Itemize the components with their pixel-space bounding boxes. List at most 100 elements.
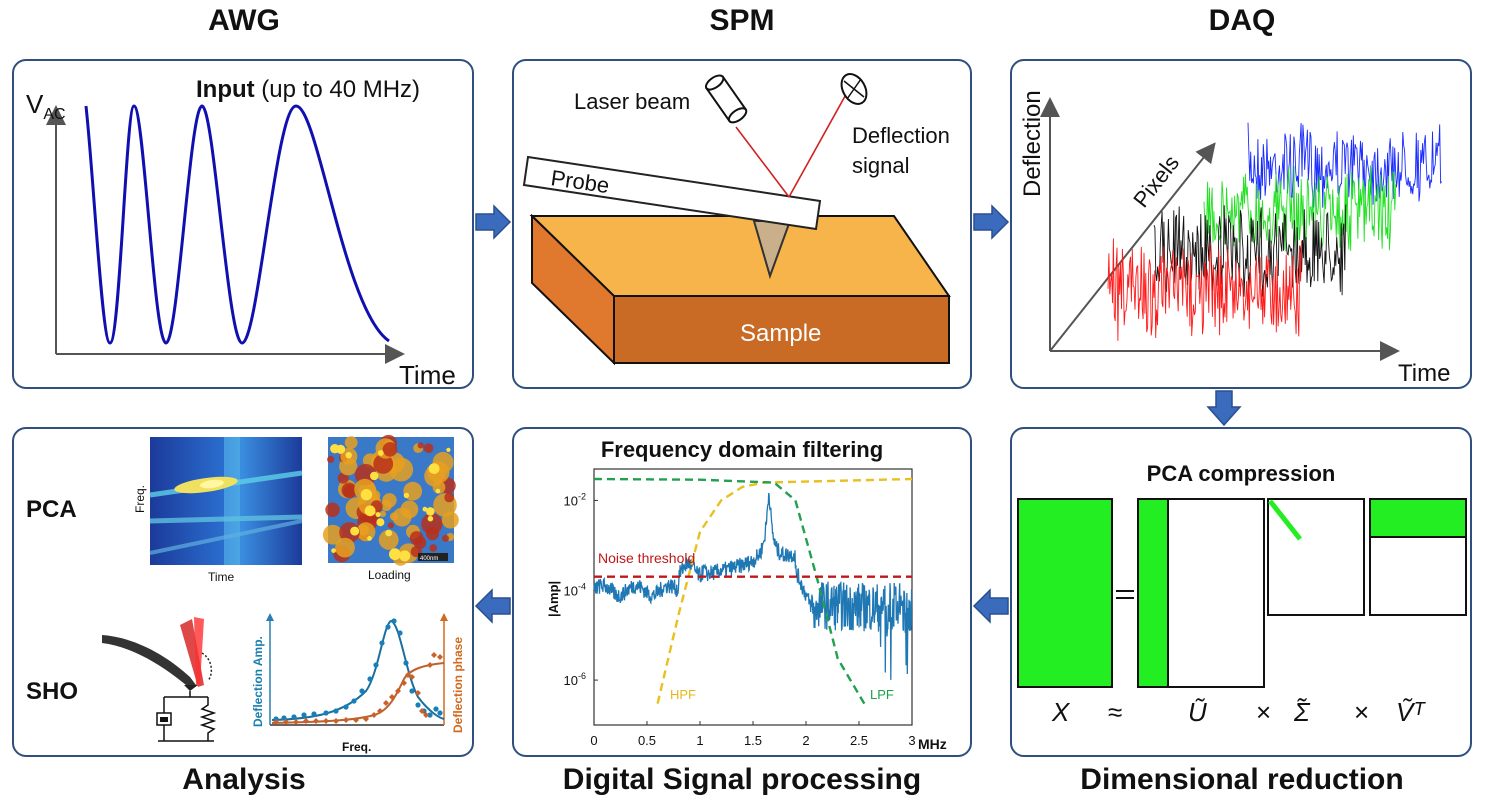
sho-freq-label: Freq. [342, 740, 371, 754]
arrow-pca-to-dsp [972, 588, 1009, 624]
sho-amp-point [301, 712, 307, 718]
photodetector-icon [840, 73, 868, 105]
loading-blob [335, 537, 355, 558]
dsp-spectrum-line [593, 492, 913, 680]
sho-amp-point [403, 660, 409, 666]
sho-phase-point [389, 694, 395, 700]
sho-phase-point [383, 700, 389, 706]
sho-phase-point [343, 717, 349, 723]
symbol-times-2: × [1354, 697, 1369, 727]
loading-blob [378, 529, 399, 550]
laser-reflected [788, 88, 850, 198]
dsp-y-tick-label: 10-6 [564, 671, 586, 688]
loading-blob [417, 442, 424, 449]
sho-amp-point [373, 662, 379, 668]
daq-panel: Deflection Time Pixels [1010, 59, 1472, 389]
loading-blob [382, 442, 398, 457]
pca-title: PCA compression [1147, 461, 1336, 486]
loading-blob [341, 482, 357, 498]
loading-blob [379, 510, 387, 517]
chirp-waveform [84, 104, 390, 345]
spectrogram-freq-label: Freq. [133, 485, 147, 513]
analysis-title: Analysis [182, 763, 306, 796]
sho-phase-point [363, 716, 369, 722]
loading-blob [429, 544, 438, 552]
sho-phase-point [401, 680, 407, 686]
daq-title: DAQ [1208, 4, 1276, 37]
dsp-x-tick-label: 2 [802, 733, 809, 748]
daq-plot: Deflection Time Pixels [1019, 90, 1450, 387]
laser-source-icon [704, 74, 748, 124]
sho-phase-point [353, 717, 359, 723]
arrow-awg-to-spm [475, 204, 512, 240]
sho-phase-point [415, 690, 421, 696]
loading-scale-label: 400nm [420, 556, 438, 562]
awg-plot: VAC Time Input (up to 40 MHz) [26, 76, 456, 390]
sho-phase-point [273, 719, 279, 725]
dsp-x-tick-label: 0 [590, 733, 597, 748]
awg-title: AWG [208, 4, 280, 37]
loading-label: Loading [368, 568, 411, 582]
laser-incident [735, 126, 790, 198]
loading-blob [387, 522, 394, 529]
sho-phase-point [431, 652, 437, 658]
loading-blob [425, 527, 440, 541]
loading-blob-bright [428, 463, 440, 474]
spm-title: SPM [709, 4, 775, 37]
pca-label: PCA [26, 496, 77, 523]
sho-cantilever-icon [102, 617, 217, 742]
sho-amp-point [311, 711, 317, 717]
loading-blob [413, 536, 427, 549]
sho-fit-plot [266, 613, 448, 726]
loading-blob-bright [403, 492, 410, 499]
loading-blob [357, 524, 369, 536]
daq-x-label: Time [1398, 360, 1450, 387]
probe-cantilever [522, 155, 822, 231]
loading-blob [327, 455, 335, 463]
loading-blob-bright [446, 447, 451, 452]
loading-blob [325, 502, 340, 517]
arrow-spm-to-daq [973, 204, 1010, 240]
spectrogram-time-label: Time [208, 570, 235, 584]
loading-blob-bright [375, 512, 381, 518]
symbol-u: Ũ [1188, 697, 1207, 727]
symbol-times-1: × [1256, 697, 1271, 727]
loading-blob [444, 492, 455, 503]
sho-amp-point [379, 640, 385, 646]
dimred-title: Dimensional reduction [1080, 763, 1404, 796]
loading-blob [322, 524, 343, 545]
sample-front [613, 295, 950, 364]
sample-label: Sample [740, 320, 821, 347]
dsp-x-tick-label: 0.5 [638, 733, 656, 748]
hpf-label: HPF [670, 687, 696, 702]
loading-blob-bright [427, 515, 434, 522]
svg-text:VAC: VAC [26, 89, 66, 123]
noise-threshold-label: Noise threshold [598, 550, 695, 566]
sho-amp-point [415, 702, 421, 708]
sho-phase-point [423, 712, 429, 718]
sho-amp-point [397, 630, 403, 636]
awg-y-sub: AC [43, 106, 65, 123]
dsp-x-tick-label: 2.5 [850, 733, 868, 748]
dsp-ylabel: |Amp| [546, 581, 561, 617]
loading-blob-bright [360, 489, 373, 501]
analysis-diagram: PCA SHO Freq. Time 400nm Loading [26, 434, 465, 754]
sho-phase-point [409, 674, 415, 680]
deflection-label-2: signal [852, 153, 909, 178]
pca-loading-map [322, 434, 459, 566]
loading-blob-bright [399, 550, 411, 562]
lpf-label: LPF [870, 687, 894, 702]
sho-phase-point [313, 718, 319, 724]
arrow-dsp-to-analysis [474, 588, 511, 624]
sho-phase-point [283, 719, 289, 725]
sho-amp-point [343, 704, 349, 710]
sho-phase-point [427, 662, 433, 668]
dsp-unit-label: MHz [918, 736, 947, 752]
loading-blob [441, 511, 459, 529]
loading-blob [380, 499, 392, 512]
loading-blob [344, 436, 358, 449]
loading-blob-bright [331, 548, 336, 553]
sho-amp-point [385, 624, 391, 630]
